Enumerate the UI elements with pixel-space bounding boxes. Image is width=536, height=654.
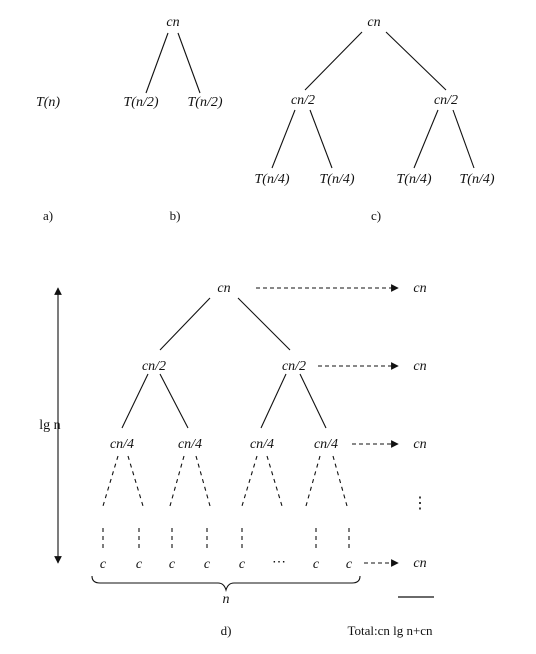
d-leaf: c [169, 557, 176, 572]
d-edge-r1-a [260, 373, 287, 429]
a-label: a) [43, 208, 53, 223]
c-edge-l1-b [309, 109, 333, 169]
c-edge-r1-b [452, 109, 475, 169]
c-l2-3: T(n/4) [397, 172, 432, 187]
panel-d-leaves: c c c c c ⋯ c c [100, 555, 353, 572]
c-root: cn [367, 15, 380, 30]
c-l2-2: T(n/4) [320, 172, 355, 187]
c-edge-root-left [304, 31, 363, 91]
d-leaf: c [346, 557, 353, 572]
c-label: c) [371, 208, 381, 223]
d-leaf-ellipsis: ⋯ [272, 555, 286, 570]
c-l2-4: T(n/4) [460, 172, 495, 187]
d-level-cost-2: cn [413, 437, 426, 452]
b-edge-right [177, 32, 201, 94]
c-l1-left: cn/2 [291, 93, 315, 108]
d-edge-l1-a [121, 373, 149, 429]
d-edge-root-right [237, 297, 291, 351]
panel-d-edges [121, 297, 327, 429]
d-l2-4: cn/4 [314, 437, 338, 452]
d-label: d) [221, 623, 232, 638]
d-root: cn [217, 281, 230, 296]
d-edge-r1-b [299, 373, 327, 429]
c-edge-root-right [385, 31, 447, 91]
d-l2-2: cn/4 [178, 437, 202, 452]
b-left-node: T(n/2) [124, 95, 159, 110]
panel-d-cost-arrows [256, 284, 399, 567]
d-l2-1: cn/4 [110, 437, 134, 452]
b-label: b) [170, 208, 181, 223]
d-leaf-brace [91, 575, 361, 592]
c-edge-r1-a [413, 109, 439, 169]
panel-d-dashed-edges [102, 455, 348, 507]
d-vdots: ⋮ [412, 495, 428, 512]
panel-c-edges [271, 31, 475, 169]
c-l2-1: T(n/4) [255, 172, 290, 187]
d-edge-l1-b [159, 373, 189, 429]
c-edge-l1-a [271, 109, 296, 169]
b-right-node: T(n/2) [188, 95, 223, 110]
a-tn: T(n) [36, 95, 60, 110]
d-level-cost-0: cn [413, 281, 426, 296]
panel-b [145, 32, 201, 94]
panel-d-leaf-stubs [102, 528, 350, 552]
d-leaf: c [313, 557, 320, 572]
d-leaf-count: n [223, 592, 230, 607]
d-l2-3: cn/4 [250, 437, 274, 452]
d-leaf: c [239, 557, 246, 572]
d-leaf: c [204, 557, 211, 572]
d-level-cost-1: cn [413, 359, 426, 374]
d-leaf: c [100, 557, 107, 572]
d-leaf: c [136, 557, 143, 572]
d-level-cost-3: cn [413, 556, 426, 571]
b-root: cn [166, 15, 179, 30]
d-height-label: lg n [39, 418, 60, 433]
d-l1-left: cn/2 [142, 359, 166, 374]
c-l1-right: cn/2 [434, 93, 458, 108]
d-edge-root-left [159, 297, 211, 351]
b-edge-left [145, 32, 169, 94]
d-l1-right: cn/2 [282, 359, 306, 374]
d-total: Total:cn lg n+cn [347, 623, 433, 638]
panel-a: T(n) a) [36, 95, 60, 223]
